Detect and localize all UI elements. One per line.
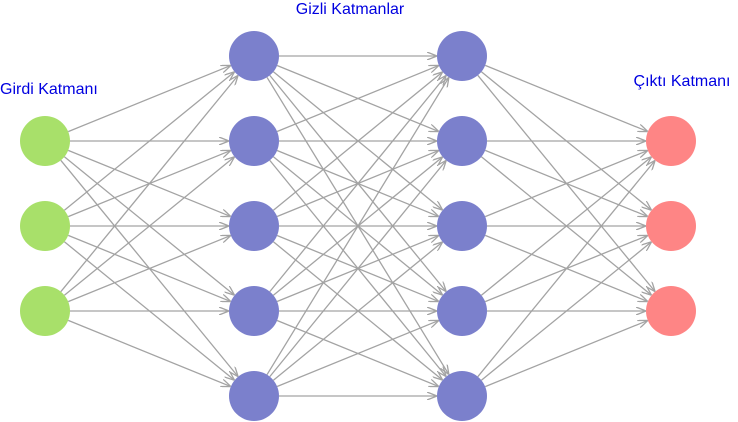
input-node-1 <box>20 116 70 166</box>
edge-input-3-to-hidden-1-2 <box>63 157 233 296</box>
edge-hidden-1-2-to-hidden-2-1 <box>276 66 438 133</box>
edge-hidden-1-5-to-hidden-2-2 <box>269 161 446 378</box>
edge-hidden-1-4-to-hidden-2-1 <box>269 76 446 293</box>
hidden-2-node-2 <box>437 116 487 166</box>
edge-hidden-1-3-to-hidden-2-1 <box>272 73 442 211</box>
hidden-1-node-2 <box>229 116 279 166</box>
edge-hidden-2-3-to-output-1 <box>484 151 647 218</box>
output-node-1 <box>646 116 696 166</box>
hidden-1-node-5 <box>229 371 279 421</box>
edge-hidden-2-1-to-output-1 <box>484 64 647 131</box>
hidden-2-node-3 <box>437 201 487 251</box>
hidden-1-node-4 <box>229 286 279 336</box>
output-layer-label: Çıktı Katmanı <box>634 73 731 90</box>
edge-input-3-to-hidden-1-3 <box>67 236 230 303</box>
edge-hidden-1-5-to-hidden-2-4 <box>276 321 438 388</box>
edge-input-2-to-hidden-1-1 <box>63 72 233 211</box>
output-node-3 <box>646 286 696 336</box>
edge-input-3-to-hidden-1-1 <box>60 76 238 293</box>
hidden-2-node-4 <box>437 286 487 336</box>
edge-hidden-2-4-to-output-1 <box>480 157 650 296</box>
output-node-2 <box>646 201 696 251</box>
edge-hidden-2-5-to-output-3 <box>484 321 647 388</box>
edge-hidden-2-5-to-output-1 <box>477 161 655 378</box>
hidden-1-node-1 <box>229 31 279 81</box>
edge-input-3-to-hidden-1-5 <box>67 319 230 386</box>
input-node-3 <box>20 286 70 336</box>
hidden-2-node-1 <box>437 31 487 81</box>
neurons <box>20 31 696 421</box>
edge-hidden-2-5-to-output-2 <box>480 242 650 381</box>
input-layer-label: Girdi Katmanı <box>0 81 98 98</box>
hidden-layers-label: Gizli Katmanlar <box>296 1 405 18</box>
hidden-2-node-5 <box>437 371 487 421</box>
hidden-1-node-3 <box>229 201 279 251</box>
connections <box>60 56 655 396</box>
input-node-2 <box>20 201 70 251</box>
edge-hidden-1-5-to-hidden-2-1 <box>266 78 448 376</box>
edge-hidden-1-5-to-hidden-2-3 <box>272 243 442 381</box>
edge-input-1-to-hidden-1-1 <box>67 66 230 133</box>
